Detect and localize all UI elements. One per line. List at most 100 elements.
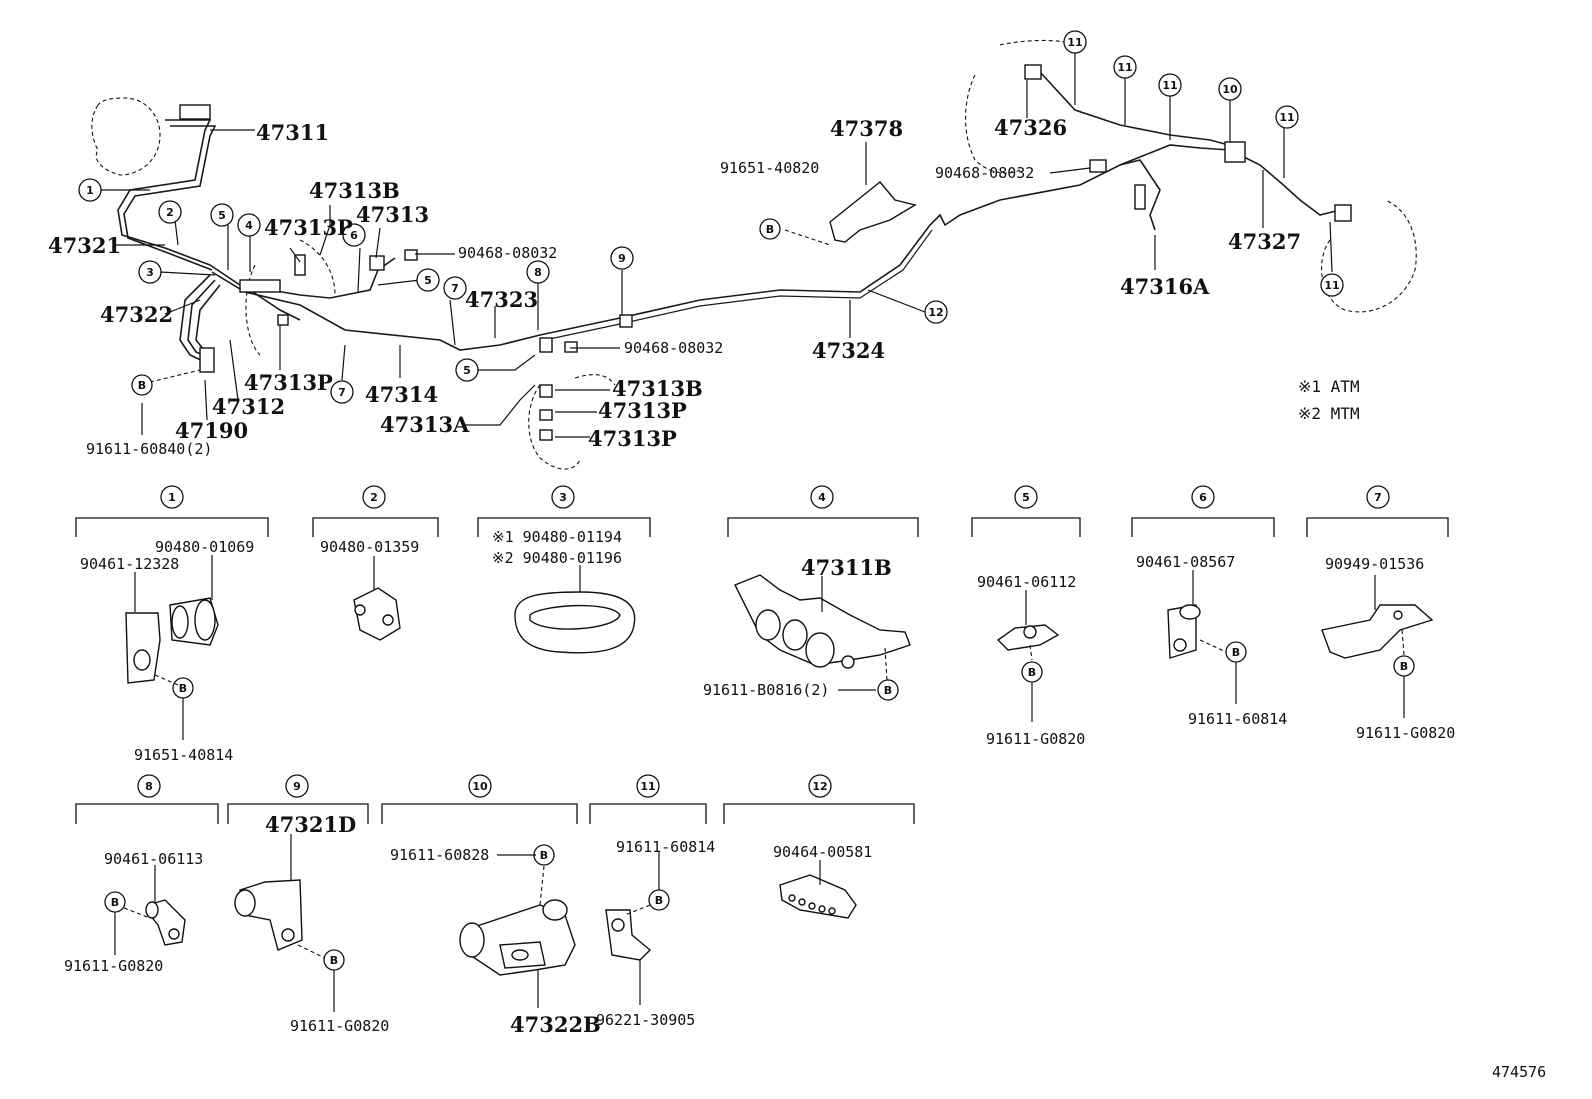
b-bolt-marker-10: B: [533, 844, 555, 866]
svg-text:4: 4: [818, 491, 826, 504]
svg-text:7: 7: [338, 386, 346, 399]
detail-callout-12: 12: [808, 774, 832, 798]
detail-callout-9: 9: [285, 774, 309, 798]
b-bolt-marker-5: B: [1021, 661, 1043, 683]
callout-c5a: 5: [210, 203, 234, 227]
callout-c10: 10: [1218, 77, 1242, 101]
detail-7-label-b: 91611-G0820: [1356, 724, 1455, 742]
detail-6-parts: [1167, 570, 1237, 704]
label-47313B-top: 47313B: [309, 178, 400, 203]
rear-left-brake-outline: [965, 39, 1076, 174]
callout-c8: 8: [526, 260, 550, 284]
label-91651-40820: 91651-40820: [720, 159, 819, 177]
svg-text:1: 1: [86, 184, 94, 197]
callout-c5b: 5: [416, 268, 440, 292]
svg-text:7: 7: [451, 282, 459, 295]
callout-c11b: 11: [1113, 55, 1137, 79]
svg-text:B: B: [655, 894, 663, 907]
b-bolt-marker-4: B: [877, 679, 899, 701]
callout-c1: 1: [78, 178, 102, 202]
b-bolt-marker-11: B: [648, 889, 670, 911]
note-mtm: ※2 MTM: [1298, 404, 1360, 423]
label-91611-60840: 91611-60840(2): [86, 440, 212, 458]
figure-id: 474576: [1492, 1063, 1546, 1081]
label-47313P-b2: 47313P: [588, 426, 677, 451]
detail-8-parts: [114, 865, 186, 955]
detail-sketches: [114, 555, 1434, 1012]
detail-9-label-b: 91611-G0820: [290, 1017, 389, 1035]
svg-text:12: 12: [812, 780, 827, 793]
svg-text:6: 6: [1199, 491, 1207, 504]
front-left-brake-outline: [91, 97, 161, 176]
callout-c5c: 5: [455, 358, 479, 382]
label-47311: 47311: [256, 120, 329, 145]
detail-1-label-b: 90461-12328: [80, 555, 179, 573]
main-assembly: [91, 39, 1417, 470]
label-47190: 47190: [175, 418, 248, 443]
bottom-cluster-outline: [528, 374, 616, 470]
long-rear-pipe: [539, 71, 1341, 342]
callout-c7a: 7: [443, 276, 467, 300]
label-90468-08032-b: 90468-08032: [624, 339, 723, 357]
svg-text:11: 11: [1067, 36, 1082, 49]
detail-labels: 90480-01069 90461-12328 91651-40814 9048…: [64, 528, 1455, 1037]
callout-c7b: 7: [330, 380, 354, 404]
detail-4-label-a: 47311B: [801, 555, 892, 580]
label-47314: 47314: [365, 382, 438, 407]
svg-text:5: 5: [1022, 491, 1030, 504]
svg-text:3: 3: [146, 266, 154, 279]
detail-9-label-a: 47321D: [265, 812, 356, 837]
svg-text:3: 3: [559, 491, 567, 504]
svg-text:B: B: [111, 896, 119, 909]
label-90468-08032-c: 90468-08032: [935, 164, 1034, 182]
label-90468-08032-a: 90468-08032: [458, 244, 557, 262]
svg-text:B: B: [1400, 660, 1408, 673]
svg-text:9: 9: [293, 780, 301, 793]
svg-text:4: 4: [245, 219, 253, 232]
callout-c11c: 11: [1158, 73, 1182, 97]
detail-11-label-b: 96221-30905: [596, 1011, 695, 1029]
rear-right-brake-outline: [1321, 199, 1417, 313]
detail-10-label-b: 47322B: [510, 1012, 601, 1037]
detail-4-label-b: 91611-B0816(2): [703, 681, 829, 699]
label-47313B-b: 47313B: [612, 376, 703, 401]
svg-text:2: 2: [166, 206, 174, 219]
detail-5-label-a: 90461-06112: [977, 573, 1076, 591]
label-47313P-mid: 47313P: [244, 370, 333, 395]
detail-12-parts: [779, 860, 857, 919]
detail-3-label-b: ※2 90480-01196: [492, 549, 622, 567]
svg-text:8: 8: [145, 780, 153, 793]
svg-text:B: B: [884, 684, 892, 697]
detail-callout-1: 1: [160, 485, 184, 509]
b-bolt-marker-8: B: [104, 891, 126, 913]
svg-text:B: B: [138, 379, 146, 392]
detail-7-parts: [1321, 575, 1434, 718]
callout-c4: 4: [237, 213, 261, 237]
svg-text:5: 5: [218, 209, 226, 222]
svg-text:B: B: [1232, 646, 1240, 659]
callout-c9: 9: [610, 246, 634, 270]
label-47313-top: 47313: [356, 202, 429, 227]
label-47323: 47323: [465, 287, 538, 312]
b-bolt-marker-6: B: [1225, 641, 1247, 663]
detail-12-label-a: 90464-00581: [773, 843, 872, 861]
detail-callout-10: 10: [468, 774, 492, 798]
svg-text:B: B: [1028, 666, 1036, 679]
detail-callout-3: 3: [551, 485, 575, 509]
label-47326: 47326: [994, 115, 1067, 140]
svg-text:B: B: [330, 954, 338, 967]
label-47313P-b1: 47313P: [598, 398, 687, 423]
b-bolt-marker-3: B: [172, 677, 194, 699]
detail-callout-11: 11: [636, 774, 660, 798]
left-pipe-bundle: [117, 119, 541, 363]
callout-c11a: 11: [1063, 30, 1087, 54]
svg-text:7: 7: [1374, 491, 1382, 504]
detail-10-label-a: 91611-60828: [390, 846, 489, 864]
label-47324: 47324: [812, 338, 885, 363]
detail-1-parts: [125, 555, 219, 740]
detail-6-label-b: 91611-60814: [1188, 710, 1287, 728]
svg-text:B: B: [179, 682, 187, 695]
